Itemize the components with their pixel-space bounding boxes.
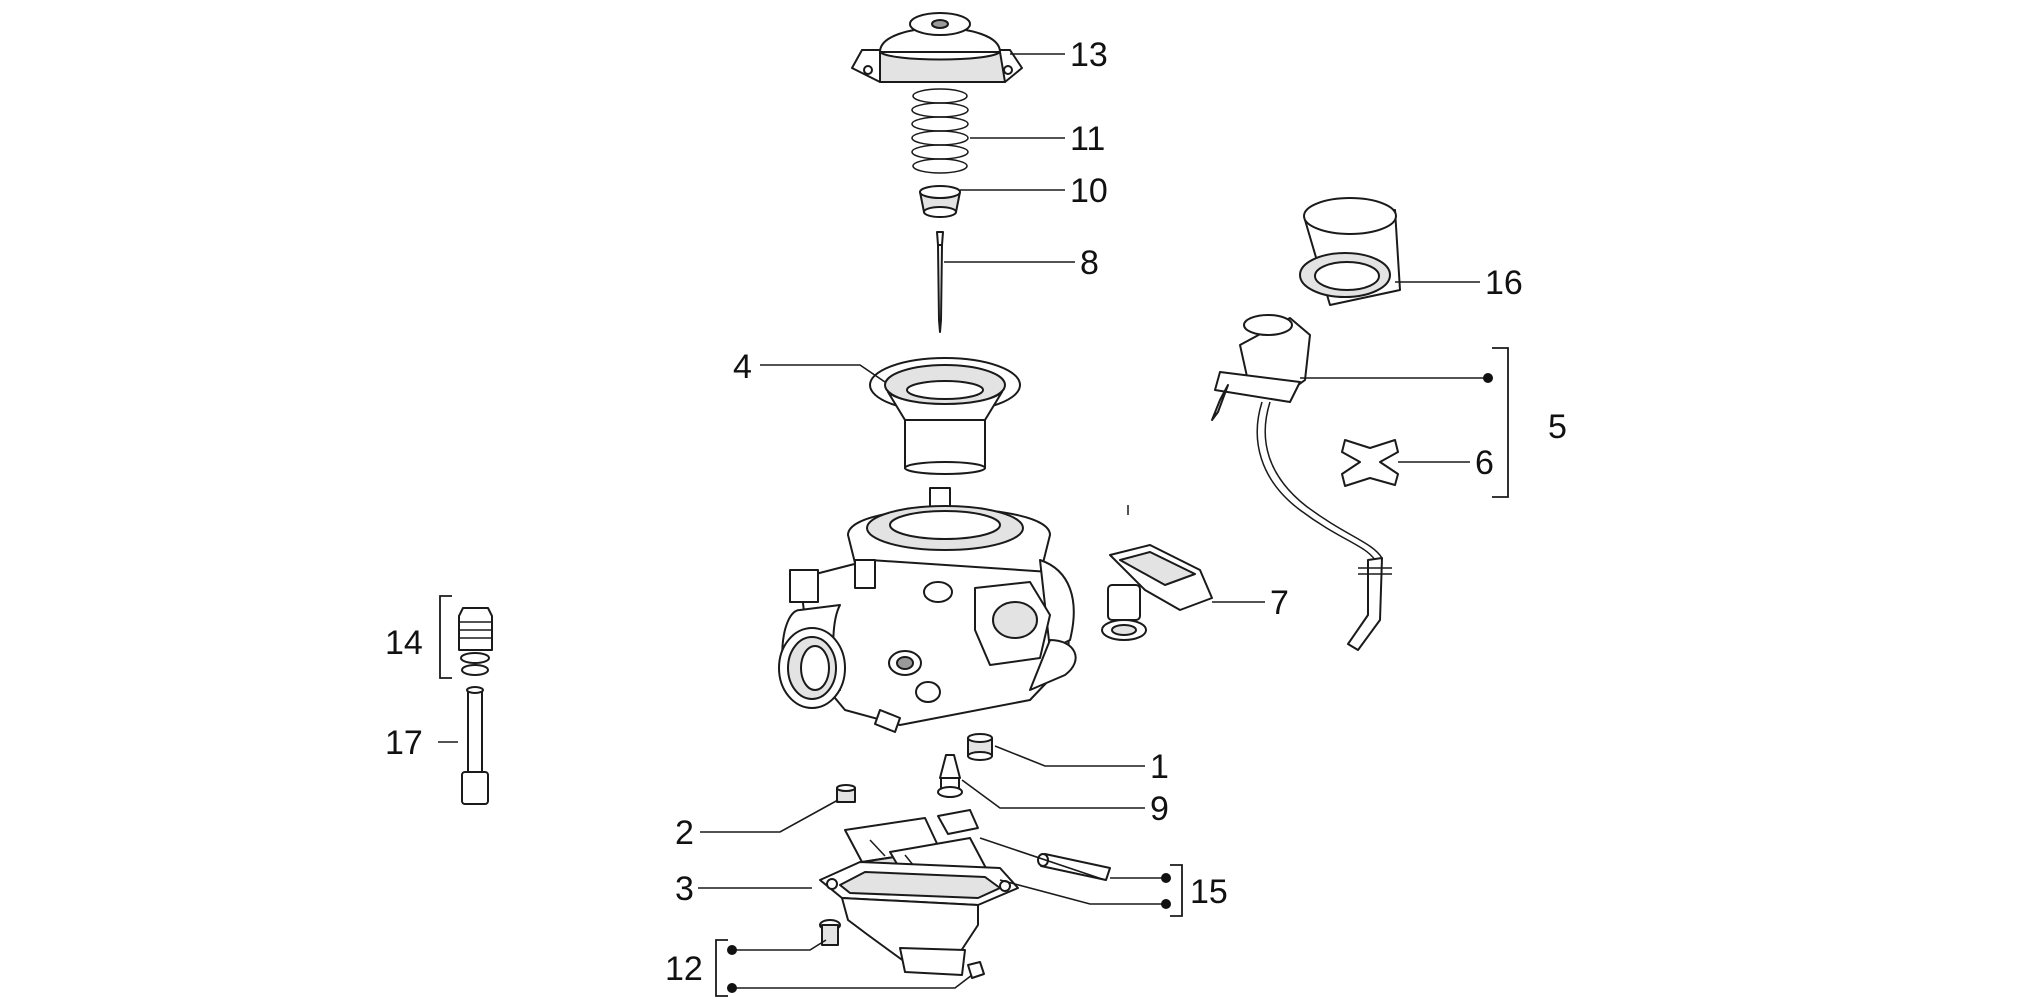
float-pin-part	[1037, 853, 1111, 881]
callout-11: 11	[1070, 120, 1105, 158]
plug-part	[836, 784, 856, 803]
callout-1: 1	[1150, 748, 1169, 786]
callout-10: 10	[1070, 172, 1108, 210]
spring-part	[911, 88, 969, 174]
bracket-14	[439, 595, 452, 679]
callout-2: 2	[675, 814, 694, 852]
leader-lines	[438, 53, 1492, 989]
callout-8: 8	[1080, 244, 1099, 282]
callout-17: 17	[385, 724, 423, 762]
needle-retainer-part	[919, 185, 961, 218]
callout-9: 9	[1150, 790, 1169, 828]
callout-3: 3	[675, 870, 694, 908]
callout-brackets	[439, 347, 1509, 997]
adjusting-screw-part	[461, 686, 489, 805]
float-bowl-part	[819, 861, 1019, 976]
callout-6: 6	[1475, 444, 1494, 482]
callout-16: 16	[1485, 264, 1523, 302]
choke-valve-part	[1101, 505, 1213, 641]
choke-actuator-part	[1211, 314, 1392, 651]
float-valve-part	[937, 754, 963, 798]
callout-5: 5	[1548, 408, 1567, 446]
main-jet-part	[967, 733, 993, 761]
reference-dots	[727, 373, 1493, 993]
pilot-screw-set-part	[458, 607, 493, 676]
bracket-15	[1170, 864, 1183, 917]
callout-15: 15	[1190, 873, 1228, 911]
top-cover-part	[851, 12, 1023, 83]
callout-7: 7	[1270, 584, 1289, 622]
rubber-cap-part	[1299, 197, 1401, 306]
jet-needle-part	[936, 231, 944, 333]
retaining-clip-part	[1341, 439, 1399, 487]
callout-12: 12	[665, 950, 703, 988]
callout-13: 13	[1070, 36, 1108, 74]
carburetor-body	[778, 487, 1077, 733]
callout-14: 14	[385, 624, 423, 662]
callout-4: 4	[733, 348, 752, 386]
bracket-5	[1492, 347, 1509, 498]
bracket-12	[715, 939, 728, 997]
callout-labels: 13 11 10 8 4 16 5 6 7 1 9 2 3 15 12 14 1…	[385, 36, 1567, 988]
diaphragm-slide-part	[869, 357, 1021, 475]
